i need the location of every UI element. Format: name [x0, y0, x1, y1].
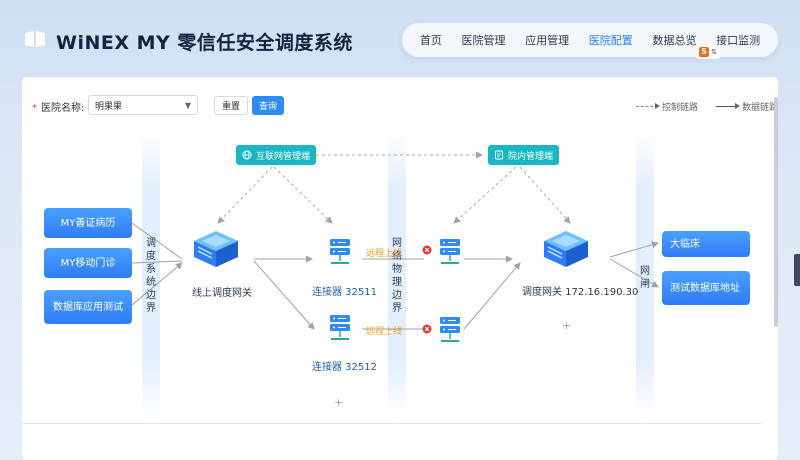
nav-hospital-management[interactable]: 医院管理 — [461, 34, 506, 47]
app-mobile-record[interactable]: MY善证病历 — [44, 208, 132, 238]
section-divider — [22, 423, 762, 424]
connector-server-icon[interactable] — [326, 313, 354, 345]
reset-button[interactable]: 重置 — [214, 96, 248, 115]
side-drawer-handle[interactable] — [794, 254, 800, 286]
connector-1-label[interactable]: 连接器 32511 — [312, 287, 377, 298]
hospital-filter-label: *医院名称: — [32, 103, 85, 114]
solid-arrow-icon — [716, 103, 741, 109]
legend-control-link: 控制链路 — [662, 103, 699, 113]
link-gateway-connector2 — [253, 260, 315, 330]
connector-2-label[interactable]: 连接器 32512 — [312, 362, 377, 373]
link-node2-dispatch — [463, 262, 521, 330]
internet-manager-label: 互联网管理端 — [256, 151, 311, 162]
internet-manager-node[interactable]: 互联网管理端 — [236, 145, 317, 165]
legend-data-link: 数据链路 — [742, 103, 779, 113]
intranet-server-icon[interactable] — [436, 237, 464, 269]
link-app3-gateway — [131, 262, 183, 306]
app-database-test[interactable]: 数据库应用测试 — [44, 290, 132, 324]
control-link-intranet-dispatch — [519, 166, 571, 224]
control-link-internet-connector — [273, 166, 333, 224]
nav-app-management[interactable]: 应用管理 — [525, 34, 570, 47]
panel-scrollbar[interactable] — [774, 97, 778, 327]
app-title: WiNEX MY 零信任安全调度系统 — [56, 32, 353, 54]
network-boundary-label: 网络物理边界 — [392, 238, 402, 314]
link-app1-gateway — [131, 222, 183, 260]
target-clinic[interactable]: 大临床 — [662, 231, 750, 257]
hospital-select-value: 明果果 — [95, 101, 123, 112]
intranet-server-icon[interactable] — [436, 315, 464, 347]
link-dispatch-testdb — [609, 258, 659, 288]
online-gateway-label: 线上调度网关 — [192, 288, 252, 299]
nav-data-overview[interactable]: 数据总览 — [652, 34, 697, 47]
error-icon — [422, 324, 432, 334]
nav-hospital-config[interactable]: 医院配置 — [588, 34, 633, 47]
link-dispatch-clinic — [609, 241, 659, 258]
gateway-server-icon[interactable] — [190, 227, 242, 271]
sort-arrows-icon: ⇅ — [711, 48, 717, 56]
link-app2-gateway — [131, 260, 183, 264]
nav-interface-monitor[interactable]: 接口监测 — [716, 34, 761, 47]
network-topology-diagram: 调度系统边界 网络物理边界 网闸 MY善证病历 MY移动门诊 数据库应用测试 互… — [22, 77, 778, 460]
globe-icon — [242, 150, 252, 160]
intranet-manager-label: 院内管理端 — [508, 151, 554, 162]
main-nav: 首页 医院管理 应用管理 医院配置 数据总览 接口监测 — [402, 23, 778, 57]
chevron-down-icon: ▼ — [184, 100, 191, 110]
link-legend: 控制链路 数据链路 — [636, 100, 778, 113]
target-test-database[interactable]: 测试数据库地址 — [662, 271, 750, 305]
search-button[interactable]: 查询 — [252, 96, 284, 115]
network-boundary-band — [388, 129, 406, 419]
nav-home[interactable]: 首页 — [419, 34, 442, 47]
dispatch-gateway-label: 调度网关 172.16.190.30 — [522, 287, 639, 298]
input-method-icon: S — [699, 47, 710, 57]
connector-server-icon[interactable] — [326, 237, 354, 269]
intranet-manager-node[interactable]: 院内管理端 — [488, 145, 560, 165]
scheduling-boundary-label: 调度系统边界 — [146, 238, 156, 314]
document-icon — [495, 150, 503, 160]
remote-online-label-2: 远程上线 — [366, 327, 403, 337]
input-method-badge[interactable]: S ⇅ — [696, 45, 720, 59]
dashed-arrow-icon — [636, 103, 660, 109]
app-header: WiNEX MY 零信任安全调度系统 首页 医院管理 应用管理 医院配置 数据总… — [0, 0, 800, 76]
remote-online-label-1: 远程上线 — [366, 249, 403, 259]
hospital-select[interactable]: 明果果 ▼ — [88, 95, 198, 115]
control-link-internet-gateway — [217, 166, 273, 224]
add-dispatch-icon[interactable]: + — [562, 319, 572, 332]
gate-boundary-band — [636, 129, 654, 419]
required-mark: * — [32, 103, 37, 114]
diagram-links — [131, 151, 659, 330]
scheduling-boundary-band — [142, 129, 160, 419]
logo-icon — [25, 31, 45, 47]
gate-boundary-label: 网闸 — [640, 266, 650, 290]
error-icon — [422, 245, 432, 255]
add-connector-icon[interactable]: + — [334, 396, 344, 409]
app-mobile-clinic[interactable]: MY移动门诊 — [44, 248, 132, 278]
control-link-intranet-node — [453, 166, 517, 224]
dispatch-gateway-server-icon[interactable] — [540, 227, 592, 271]
